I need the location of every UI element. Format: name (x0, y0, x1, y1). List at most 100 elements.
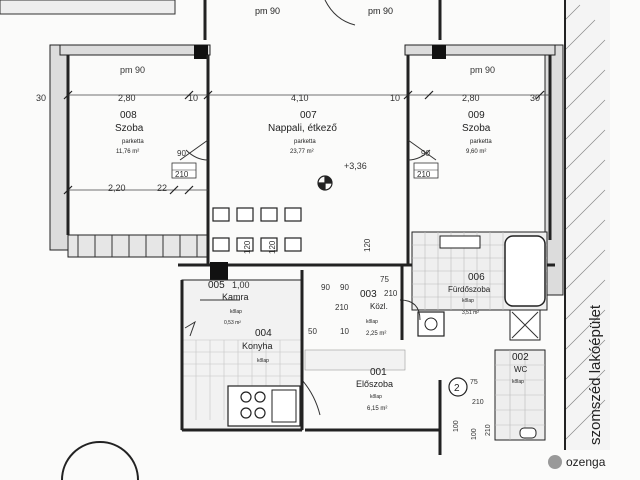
column-tl (194, 45, 208, 59)
room-007-code: 007 (300, 110, 317, 121)
door-009-width: 90 (421, 149, 430, 158)
top-left-block (0, 0, 176, 15)
room-002-name: WC (514, 365, 528, 374)
dim-75: 75 (380, 275, 389, 284)
dim-30-right: 30 (530, 93, 540, 103)
stair-circle (448, 377, 468, 397)
room-001-code: 001 (370, 367, 387, 378)
room-008-area: 11,76 m² (116, 149, 139, 155)
room-007-name: Nappali, étkező (268, 123, 337, 134)
bottom-circle-fragment (61, 441, 139, 480)
room-003-name: Közl. (370, 302, 388, 311)
level-target-symbol (317, 175, 333, 191)
room-004-code: 004 (255, 328, 272, 339)
room-003-area: 2,25 m² (366, 331, 386, 337)
watermark-text: ozenga (566, 455, 606, 469)
watermark: ozenga (548, 455, 606, 469)
dim-10-b: 10 (390, 93, 400, 103)
room-001-floor: kőlap (370, 394, 382, 400)
room-009-code: 009 (468, 110, 485, 121)
right-outer-wall (544, 44, 564, 296)
room-001-area: 6,15 m² (367, 406, 387, 412)
dim-10-a: 10 (188, 93, 198, 103)
kitchen-tiles (182, 339, 302, 420)
dim-120-b: 120 (268, 240, 277, 254)
dim-90-a: 90 (321, 283, 330, 292)
dim-50: 50 (308, 327, 317, 336)
top-label-1: pm 90 (255, 6, 280, 16)
room-009-area: 9,60 m² (466, 149, 486, 155)
dim-10-c: 10 (340, 327, 349, 336)
column-ml (210, 262, 228, 280)
dim-90-b: 90 (340, 283, 349, 292)
column-tr (432, 45, 446, 59)
neighbor-label: szomszéd lakóépület (587, 304, 604, 445)
washing-machine-drum (424, 317, 438, 331)
dim-30-left: 30 (36, 93, 46, 103)
kitchen-outer-wall (180, 280, 302, 432)
dining-chairs (212, 207, 302, 252)
room-004-name: Konyha (242, 341, 273, 351)
door-008-height: 210 (175, 170, 189, 179)
room-006-floor: kőlap (462, 298, 474, 304)
top-label-2: pm 90 (368, 6, 393, 16)
dim-100-c: 100 (471, 428, 478, 440)
door-009-height: 210 (417, 170, 431, 179)
dim-210-d: 210 (485, 424, 492, 436)
dim-pm-left: pm 90 (120, 65, 145, 75)
bathroom-sink (439, 235, 481, 249)
top-corridor-walls (203, 0, 442, 40)
door-008-width: 90 (177, 149, 186, 158)
dim-ticks (63, 90, 545, 195)
room-008-floor: parketta (122, 139, 144, 145)
dim-pm-right: pm 90 (470, 65, 495, 75)
door-009 (407, 139, 439, 179)
room-004-floor: kőlap (257, 358, 269, 364)
room-003-floor: kőlap (366, 319, 378, 325)
dim-220: 2,20 (108, 183, 126, 193)
room-002-code: 002 (512, 352, 529, 363)
room-003-code: 003 (360, 289, 377, 300)
dim-120-c: 120 (363, 238, 372, 252)
level-mark: +3,36 (344, 161, 367, 171)
dim-75-b: 75 (470, 379, 478, 386)
room-005-floor: kőlap (230, 309, 242, 315)
washing-machine (417, 311, 445, 337)
room-005-code: 005 (208, 280, 225, 291)
room-006-code: 006 (468, 272, 485, 283)
window-hatch-left (77, 235, 198, 257)
wc-toilet (519, 427, 537, 439)
shower-tray-cross (511, 311, 539, 339)
room-006-name: Fürdőszoba (448, 285, 491, 294)
dim-22: 22 (157, 183, 167, 193)
door-008 (171, 139, 209, 179)
room-001-name: Előszoba (356, 379, 393, 389)
room-009-floor: parketta (470, 139, 492, 145)
dim-210-c: 210 (472, 399, 484, 406)
bathtub (504, 235, 546, 307)
room-007-floor: parketta (294, 139, 316, 145)
left-outer-wall (49, 44, 69, 251)
top-door-arc (324, 0, 356, 26)
stair-number: 2 (454, 383, 460, 394)
room-005-name: Kamra (222, 292, 249, 302)
room-008-name: Szoba (115, 123, 144, 134)
neighbor-area (565, 0, 610, 450)
dim-120-a: 120 (243, 240, 252, 254)
room-007-area: 23,77 m² (290, 149, 314, 155)
dim-210-b: 210 (384, 289, 398, 298)
fridge (271, 389, 297, 423)
dim-210-a: 210 (335, 303, 349, 312)
kitchen-arrow (184, 320, 196, 337)
top-wall-left (59, 44, 211, 56)
room-008-code: 008 (120, 110, 137, 121)
dim-100-b: 100 (453, 420, 460, 432)
dim-280-left: 2,80 (118, 93, 136, 103)
room-006-area: 3,51 m² (462, 310, 479, 316)
stove (240, 391, 266, 419)
room-009-name: Szoba (462, 123, 491, 134)
kitchen-door-arc (301, 379, 321, 416)
room-002-floor: kőlap (512, 379, 524, 385)
neighbor-hatch (564, 4, 606, 441)
